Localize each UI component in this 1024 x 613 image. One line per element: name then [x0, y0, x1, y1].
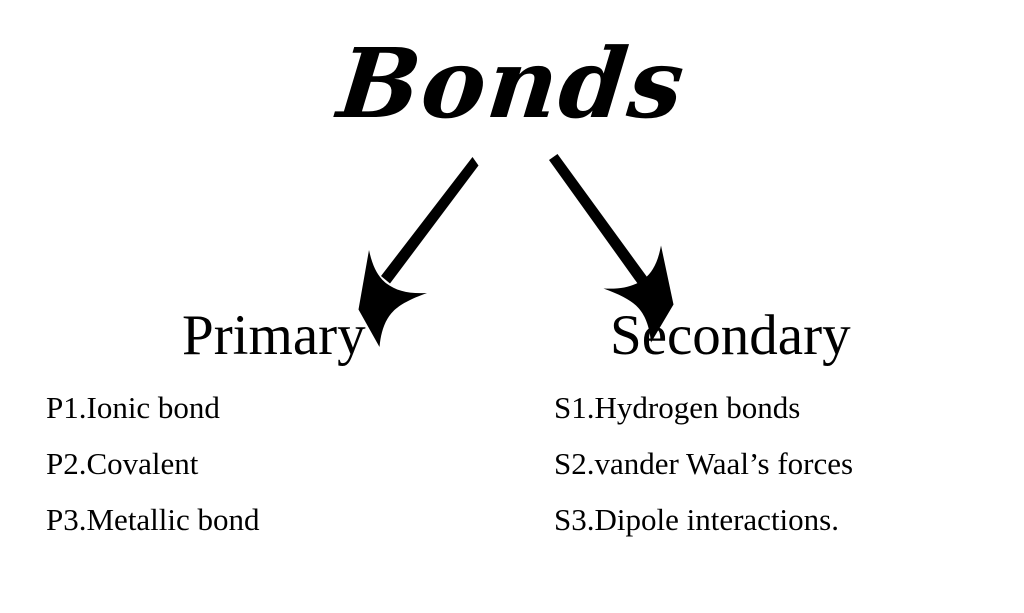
arrow-to-primary-icon — [358, 157, 479, 347]
primary-bond-list: P1.Ionic bond P2.Covalent P3.Metallic bo… — [46, 392, 516, 535]
diagram-title: Bonds — [333, 27, 692, 140]
list-item: S1.Hydrogen bonds — [554, 390, 801, 425]
list-item: P1.Ionic bond — [46, 390, 220, 425]
list-item: S3.Dipole interactions. — [554, 502, 839, 537]
secondary-bond-list: S1.Hydrogen bonds S2.vander Waal’s force… — [554, 392, 1024, 535]
list-item: P3.Metallic bond — [46, 502, 260, 537]
branch-heading-primary: Primary — [182, 304, 366, 367]
list-item: P2.Covalent — [46, 446, 199, 481]
list-item: S2.vander Waal’s forces — [554, 446, 854, 481]
branch-heading-secondary: Secondary — [610, 304, 851, 367]
